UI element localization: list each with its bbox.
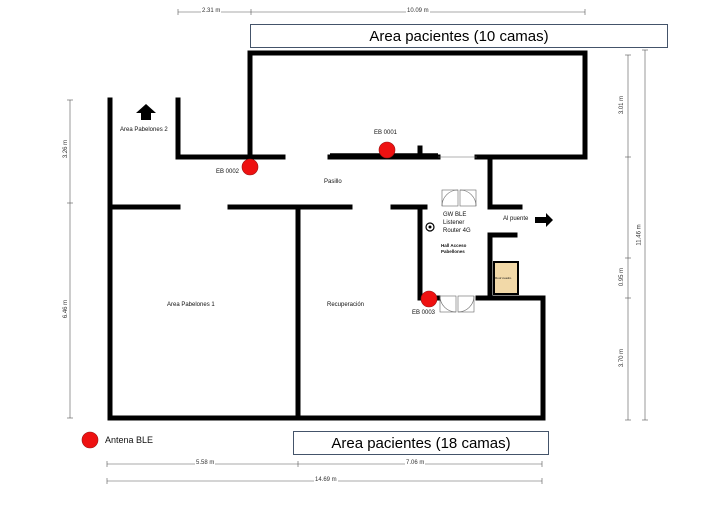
small-room xyxy=(493,261,519,295)
label-al-puente: Al puente xyxy=(503,216,529,222)
legend-label: Antena BLE xyxy=(105,435,154,445)
room-label-pasillo: Pasillo xyxy=(324,179,342,185)
dim-bottom-left: 5.58 m xyxy=(195,460,216,466)
dim-right-mid: 0.95 m xyxy=(619,266,626,288)
gateway-label-line1: GW BLE xyxy=(443,212,467,218)
room-label-pabellones-2: Area Pabelones 2 xyxy=(120,127,168,133)
dim-left-lower: 6.46 m xyxy=(63,298,70,320)
up-arrow-icon xyxy=(136,104,156,120)
antenna-eb0003 xyxy=(420,290,438,308)
antenna-label-eb0001: EB 0001 xyxy=(374,130,398,136)
banner-top-ward: Area pacientes (10 camas) xyxy=(250,24,668,48)
walls xyxy=(107,50,588,421)
antenna-eb0002 xyxy=(241,158,259,176)
antenna-label-eb0002: EB 0002 xyxy=(216,169,240,175)
gateway-label-line3: Router 4G xyxy=(443,228,471,234)
gateway-icon xyxy=(425,222,435,232)
dim-left-upper: 3.26 m xyxy=(63,138,70,160)
room-label-hall-line1: Hall Acceso xyxy=(441,243,467,248)
dim-right-upper: 3.01 m xyxy=(619,94,626,116)
antenna-label-eb0003: EB 0003 xyxy=(412,310,436,316)
legend-antenna-marker xyxy=(81,431,99,449)
room-label-recuperacion: Recuperación xyxy=(327,302,365,308)
dimension-lines xyxy=(67,9,648,484)
antenna-eb0001 xyxy=(378,141,396,159)
dim-right-lower: 3.70 m xyxy=(619,347,626,369)
dim-top-left: 2.31 m xyxy=(201,8,222,14)
dim-bottom-right: 7.06 m xyxy=(405,460,426,466)
banner-bottom-ward: Area pacientes (18 camas) xyxy=(293,431,549,455)
dim-top-right: 10.09 m xyxy=(406,8,430,14)
dim-right-total: 11.46 m xyxy=(636,223,643,247)
small-room-label: Roof cuadro xyxy=(495,276,512,280)
room-label-hall-line2: Pabellones xyxy=(441,249,465,254)
gateway-label-line2: Listener xyxy=(443,220,465,226)
right-arrow-icon xyxy=(535,213,553,227)
dim-bottom-total: 14.69 m xyxy=(314,477,338,483)
doors xyxy=(438,156,477,313)
room-label-pabellones-1: Area Pabelones 1 xyxy=(167,302,215,308)
